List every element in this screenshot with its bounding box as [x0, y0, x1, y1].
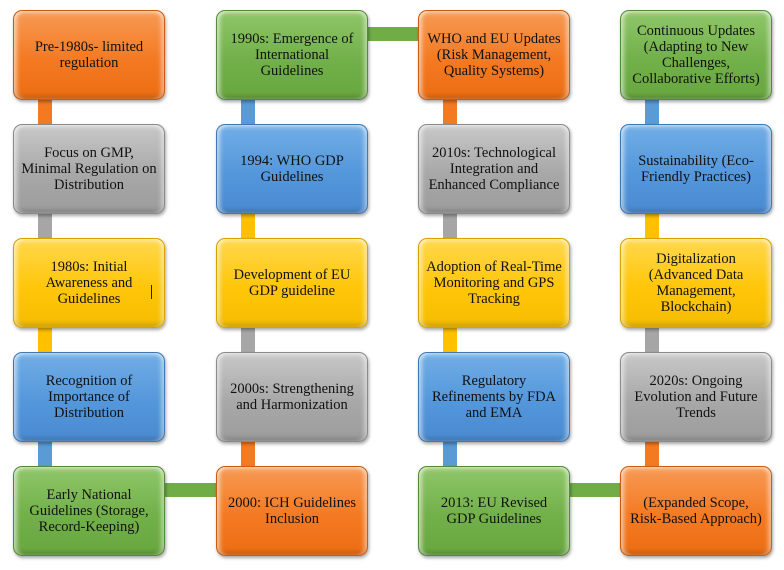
- node-label: Digitalization (Advanced Data Management…: [648, 251, 744, 315]
- connector-horizontal: [165, 483, 216, 497]
- node-label: 1994: WHO GDP Guidelines: [240, 153, 344, 185]
- node-label: 1990s: Emergence of International Guidel…: [230, 31, 354, 79]
- connector-horizontal: [368, 27, 418, 41]
- timeline-node: (Expanded Scope, Risk-Based Approach): [620, 466, 772, 556]
- timeline-node: Digitalization (Advanced Data Management…: [620, 238, 772, 328]
- connector-vertical: [645, 328, 659, 352]
- timeline-node: 2013: EU Revised GDP Guidelines: [418, 466, 570, 556]
- timeline-node: 2000: ICH Guidelines Inclusion: [216, 466, 368, 556]
- connector-vertical: [241, 442, 255, 466]
- timeline-node: 1990s: Emergence of International Guidel…: [216, 10, 368, 100]
- text-cursor: [151, 285, 152, 299]
- connector-vertical: [38, 328, 52, 352]
- node-label: Pre-1980s- limited regulation: [34, 39, 144, 71]
- timeline-node: Pre-1980s- limited regulation: [13, 10, 165, 100]
- node-label: Sustainability (Eco-Friendly Practices): [638, 153, 754, 185]
- node-label: Focus on GMP, Minimal Regulation on Dist…: [21, 145, 157, 193]
- timeline-node: WHO and EU Updates (Risk Management, Qua…: [418, 10, 570, 100]
- node-label: 2010s: Technological Integration and Enh…: [428, 145, 560, 193]
- connector-vertical: [443, 214, 457, 238]
- connector-vertical: [443, 100, 457, 124]
- timeline-node: 1980s: Initial Awareness and Guidelines: [13, 238, 165, 328]
- timeline-node: Development of EU GDP guideline: [216, 238, 368, 328]
- node-label: 1980s: Initial Awareness and Guidelines: [45, 259, 133, 307]
- connector-vertical: [241, 100, 255, 124]
- timeline-node: Adoption of Real-Time Monitoring and GPS…: [418, 238, 570, 328]
- node-label: WHO and EU Updates (Risk Management, Qua…: [427, 31, 561, 79]
- connector-vertical: [38, 100, 52, 124]
- timeline-node: Regulatory Refinements by FDA and EMA: [418, 352, 570, 442]
- timeline-node: 2000s: Strengthening and Harmonization: [216, 352, 368, 442]
- timeline-node: Continuous Updates (Adapting to New Chal…: [620, 10, 772, 100]
- node-label: Regulatory Refinements by FDA and EMA: [431, 373, 557, 421]
- timeline-node: 2010s: Technological Integration and Enh…: [418, 124, 570, 214]
- node-label: 2000: ICH Guidelines Inclusion: [227, 495, 357, 527]
- timeline-node: Focus on GMP, Minimal Regulation on Dist…: [13, 124, 165, 214]
- node-label: 2020s: Ongoing Evolution and Future Tren…: [634, 373, 758, 421]
- connector-vertical: [645, 100, 659, 124]
- node-label: Continuous Updates (Adapting to New Chal…: [632, 23, 760, 87]
- connector-vertical: [38, 442, 52, 466]
- node-label: (Expanded Scope, Risk-Based Approach): [630, 495, 762, 527]
- timeline-node: 1994: WHO GDP Guidelines: [216, 124, 368, 214]
- node-label: 2013: EU Revised GDP Guidelines: [440, 495, 548, 527]
- connector-vertical: [443, 442, 457, 466]
- timeline-node: Early National Guidelines (Storage, Reco…: [13, 466, 165, 556]
- connector-vertical: [645, 214, 659, 238]
- node-label: Development of EU GDP guideline: [233, 267, 351, 299]
- node-label: 2000s: Strengthening and Harmonization: [230, 381, 354, 413]
- node-label: Recognition of Importance of Distributio…: [45, 373, 133, 421]
- connector-horizontal: [570, 483, 620, 497]
- connector-vertical: [443, 328, 457, 352]
- connector-vertical: [241, 214, 255, 238]
- timeline-node: 2020s: Ongoing Evolution and Future Tren…: [620, 352, 772, 442]
- connector-vertical: [645, 442, 659, 466]
- timeline-node: Sustainability (Eco-Friendly Practices): [620, 124, 772, 214]
- node-label: Adoption of Real-Time Monitoring and GPS…: [426, 259, 562, 307]
- node-label: Early National Guidelines (Storage, Reco…: [29, 487, 149, 535]
- timeline-node: Recognition of Importance of Distributio…: [13, 352, 165, 442]
- connector-vertical: [241, 328, 255, 352]
- connector-vertical: [38, 214, 52, 238]
